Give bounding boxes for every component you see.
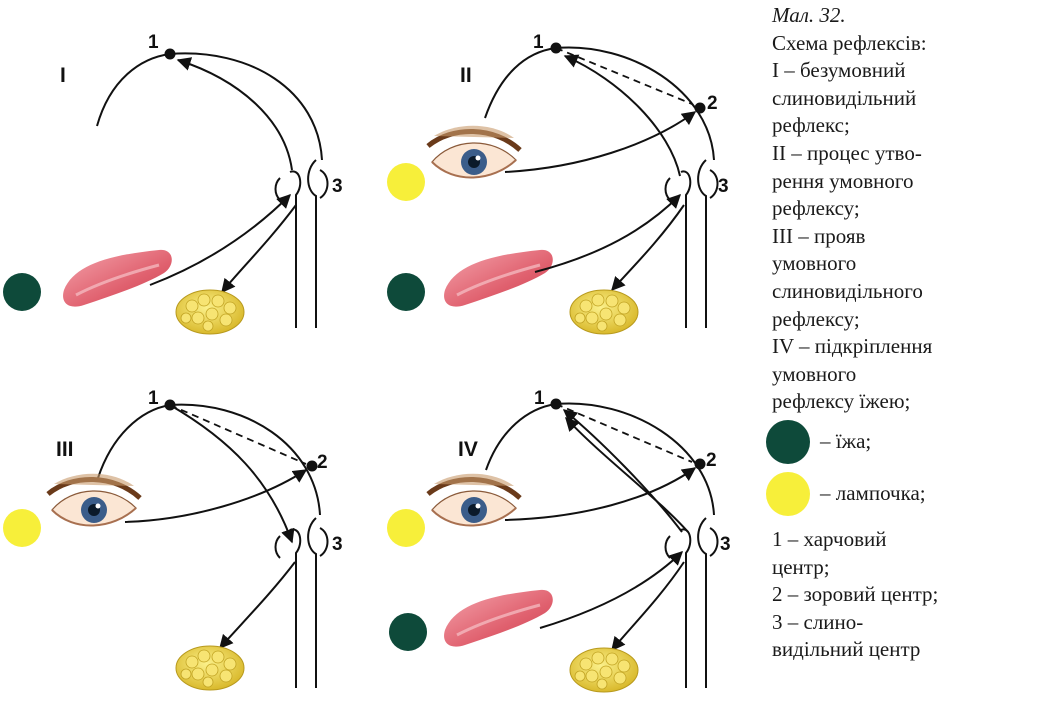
food-center-node bbox=[164, 399, 176, 411]
panel-label: IV bbox=[458, 438, 478, 461]
node-label: 1 bbox=[533, 32, 544, 53]
node-label: 3 bbox=[332, 534, 343, 555]
legend-label: – їжа; bbox=[820, 429, 872, 454]
panel-1: I 1 3 bbox=[3, 32, 343, 335]
tongue-icon bbox=[442, 248, 555, 309]
node-label: 2 bbox=[706, 450, 717, 471]
food-center-node bbox=[550, 42, 562, 54]
salivary-gland-icon bbox=[569, 289, 639, 335]
lamp-dot-icon bbox=[387, 509, 425, 547]
centers-line: 1 – харчовий bbox=[772, 526, 887, 551]
tongue-icon bbox=[61, 248, 174, 309]
caption-line: III – прояв bbox=[772, 223, 866, 248]
node-label: 1 bbox=[148, 32, 159, 53]
lamp-dot-icon bbox=[387, 163, 425, 201]
spinal-cord bbox=[307, 159, 317, 328]
panel-2: II 1 2 3 bbox=[387, 32, 729, 335]
food-dot-icon bbox=[766, 419, 810, 464]
panel-label: I bbox=[60, 64, 66, 87]
legend-label: – лампочка; bbox=[820, 481, 926, 506]
spinal-cord bbox=[289, 170, 302, 328]
node-label: 2 bbox=[317, 452, 328, 473]
lamp-dot-icon bbox=[766, 471, 810, 516]
cortex-arc bbox=[169, 52, 323, 161]
node-label: 2 bbox=[707, 93, 718, 114]
eye-icon bbox=[428, 126, 520, 178]
panel-label: II bbox=[460, 64, 472, 87]
path-3-to-1 bbox=[176, 57, 293, 171]
caption-line: слиновидільного bbox=[772, 278, 923, 303]
caption-line: рефлексу їжею; bbox=[772, 389, 911, 414]
visual-center-node bbox=[694, 458, 706, 470]
legend-item-food: – їжа; bbox=[766, 416, 1040, 468]
food-dot-icon bbox=[387, 273, 425, 311]
legend-item-lamp: – лампочка; bbox=[766, 468, 1040, 520]
caption-line: IV – підкріплення bbox=[772, 334, 933, 359]
caption-line: умовного bbox=[772, 251, 857, 276]
centers-line: 2 – зоровий центр; bbox=[772, 582, 939, 607]
eye-icon bbox=[48, 474, 140, 526]
salivary-gland-icon bbox=[175, 289, 245, 335]
food-center-node bbox=[550, 398, 562, 410]
node-label: 3 bbox=[718, 176, 729, 197]
food-dot-icon bbox=[389, 613, 427, 651]
panel-3: III 1 2 3 bbox=[3, 388, 343, 691]
center-to-gland-arrow bbox=[221, 204, 297, 294]
tongue-icon bbox=[442, 588, 555, 649]
tongue-to-center-arrow bbox=[149, 194, 291, 286]
cortex-arc bbox=[96, 53, 171, 127]
lamp-dot-icon bbox=[3, 509, 41, 547]
caption-line: слиновидільний bbox=[772, 85, 917, 110]
visual-center-node bbox=[694, 102, 706, 114]
node-label: 1 bbox=[534, 388, 545, 409]
caption-line: Схема рефлексів: bbox=[772, 30, 927, 55]
caption-line: умовного bbox=[772, 361, 857, 386]
caption-line: рення умовного bbox=[772, 168, 914, 193]
node-label: 3 bbox=[332, 176, 343, 197]
food-center-node bbox=[164, 48, 176, 60]
caption-line: рефлексу; bbox=[772, 196, 860, 221]
salivary-gland-icon bbox=[569, 647, 639, 693]
centers-line: видільний центр bbox=[772, 637, 921, 662]
caption-line: II – процес утво- bbox=[772, 140, 922, 165]
panel-4: IV 1 2 3 bbox=[387, 388, 731, 693]
eye-icon bbox=[428, 474, 520, 526]
caption-line: I – безумовний bbox=[772, 58, 906, 83]
figure-caption: Мал. 32. Схема рефлексів: I – безумовний… bbox=[766, 2, 1040, 664]
caption-line: рефлексу; bbox=[772, 306, 860, 331]
node-label: 3 bbox=[720, 534, 731, 555]
food-dot-icon bbox=[3, 273, 41, 311]
centers-line: центр; bbox=[772, 554, 830, 579]
node-label: 1 bbox=[148, 388, 159, 409]
caption-title: Мал. 32. bbox=[772, 3, 846, 27]
panel-label: III bbox=[56, 438, 74, 461]
salivary-gland-icon bbox=[175, 645, 245, 691]
caption-line: рефлекс; bbox=[772, 113, 850, 138]
centers-line: 3 – слино- bbox=[772, 609, 864, 634]
visual-center-node bbox=[306, 460, 318, 472]
